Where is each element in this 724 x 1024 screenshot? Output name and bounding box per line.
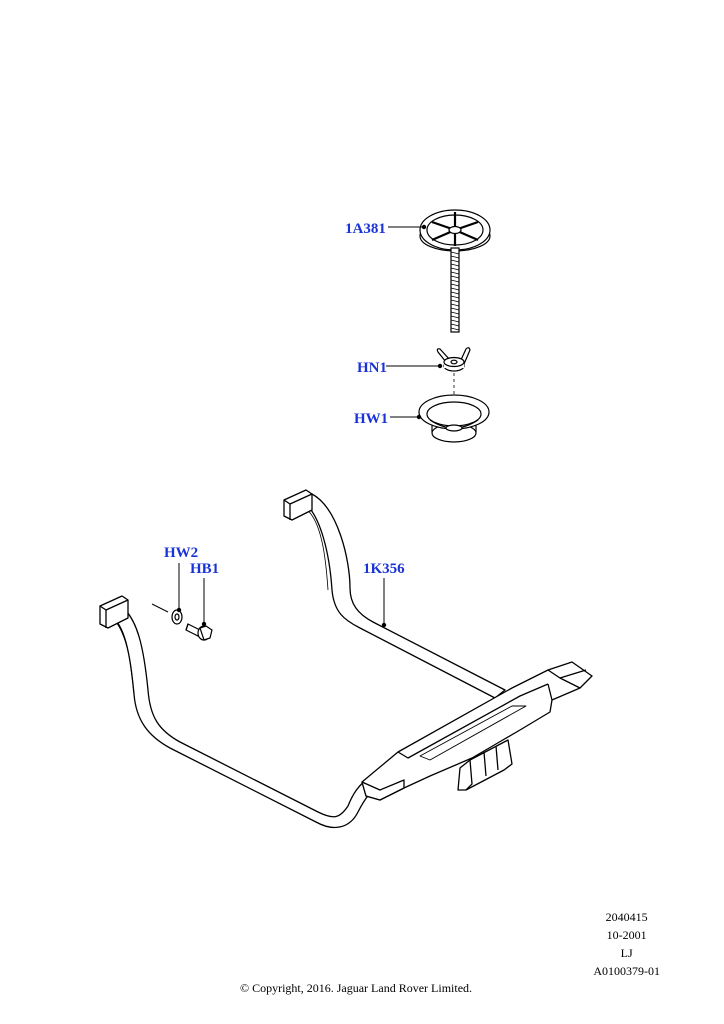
cup-washer[interactable] bbox=[418, 394, 490, 443]
callout-hw2[interactable]: HW2 bbox=[164, 545, 199, 561]
callout-1a381[interactable]: 1A381 bbox=[345, 221, 386, 237]
spare-wheel-bracket[interactable] bbox=[99, 489, 593, 829]
copyright-notice: © Copyright, 2016. Jaguar Land Rover Lim… bbox=[239, 981, 473, 995]
callout-hw1[interactable]: HW1 bbox=[354, 411, 389, 427]
callout-1k356[interactable]: 1K356 bbox=[363, 561, 405, 577]
reference-date: 10-2001 bbox=[606, 928, 647, 942]
leader-lines bbox=[178, 226, 440, 625]
leader-dots bbox=[176, 224, 443, 628]
callout-hn1[interactable]: HN1 bbox=[357, 360, 387, 376]
hex-bolt[interactable] bbox=[185, 623, 213, 641]
clamp-knob-assembly[interactable] bbox=[419, 209, 491, 333]
knob-hub bbox=[448, 225, 462, 235]
plain-washer[interactable] bbox=[171, 609, 183, 625]
reference-id: A0100379-01 bbox=[593, 964, 660, 978]
diagram-reference: 2040415 10-2001 LJ A0100379-01 bbox=[593, 908, 660, 980]
rod-threads bbox=[450, 251, 460, 331]
wing-nut[interactable] bbox=[436, 347, 471, 372]
reference-code: LJ bbox=[620, 946, 633, 960]
callout-hb1[interactable]: HB1 bbox=[190, 561, 220, 577]
reference-number: 2040415 bbox=[605, 910, 648, 924]
